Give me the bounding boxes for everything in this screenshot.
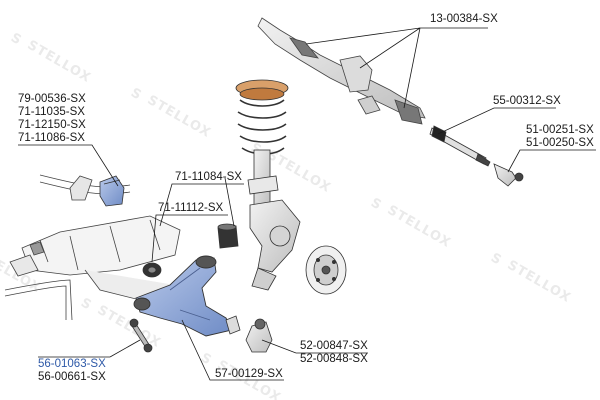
label-control-arm[interactable]: 57-00129-SX [215,368,283,380]
control-arm-bushing-front-drawing [142,262,162,278]
label-ball-joint-1[interactable]: 52-00847-SX [300,340,368,352]
steering-rack-drawing [257,17,426,125]
label-stabilizer-bushing-4[interactable]: 71-11086-SX [18,132,85,144]
watermark-logo: S [128,85,144,103]
label-stabilizer-link-1[interactable]: 56-01063-SX [38,358,106,370]
leader-lines [18,27,596,381]
control-arm-bushing-rear-drawing [217,223,239,249]
watermark-logo: S [368,195,384,213]
wheel-hub-drawing [305,245,347,295]
label-stabilizer-bushing-1[interactable]: 79-00536-SX [18,93,86,105]
watermark-text: STELLOX [505,258,574,306]
watermark-text: STELLOX [385,203,454,251]
control-arm-drawing [133,255,233,337]
label-stabilizer-bushing-3[interactable]: 71-12150-SX [18,119,86,131]
label-steering-rack[interactable]: 13-00384-SX [430,13,498,25]
watermark-text: STELLOX [145,93,214,141]
label-tie-rod-end-1[interactable]: 51-00251-SX [526,124,594,136]
label-tie-rod-end-2[interactable]: 51-00250-SX [526,137,594,149]
watermark-logo: S [78,295,94,313]
stabilizer-link-drawing [129,318,153,353]
tie-rod-drawing [429,125,491,167]
tie-rod-end-drawing [493,163,524,187]
label-tie-rod-axial[interactable]: 55-00312-SX [493,95,561,107]
watermark-logo: S [8,30,24,48]
knuckle-drawing [249,199,301,291]
label-control-arm-bushing-rear[interactable]: 71-11084-SX [175,171,242,183]
stabilizer-bushing-drawing [99,175,125,207]
watermark-logo: S [488,250,504,268]
watermark-text: STELLOX [25,38,94,86]
label-stabilizer-bushing-2[interactable]: 71-11035-SX [18,106,85,118]
label-ball-joint-2[interactable]: 52-00848-SX [300,353,368,365]
ball-joint-drawing [225,315,273,353]
label-stabilizer-link-2[interactable]: 56-00661-SX [38,371,106,383]
label-control-arm-bushing-front[interactable]: 71-11112-SX [158,202,224,214]
strut-drawing [235,79,289,211]
